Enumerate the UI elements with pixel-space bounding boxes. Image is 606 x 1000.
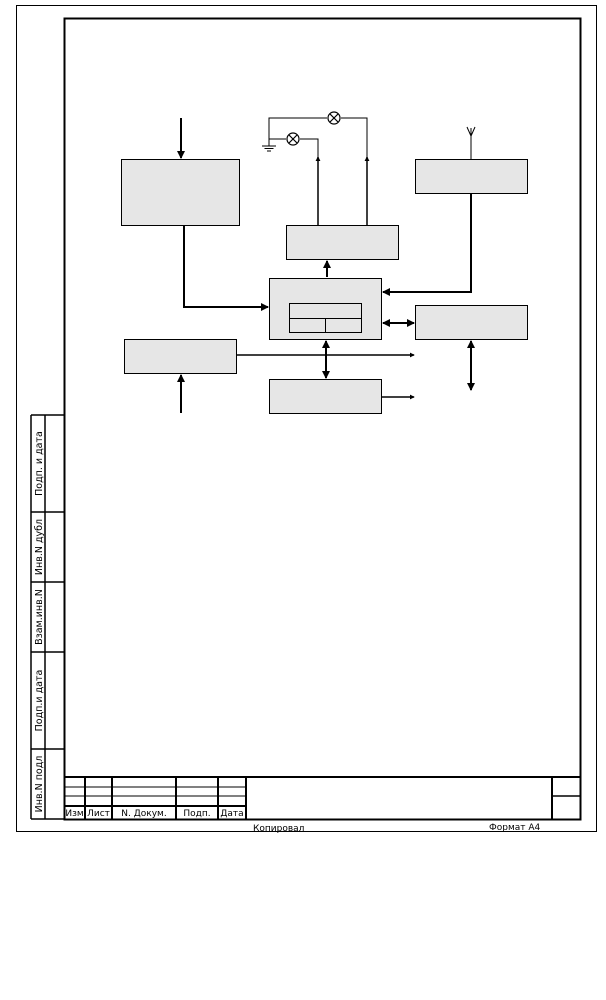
block-input-unit <box>121 159 240 226</box>
lamp-icon <box>327 111 341 125</box>
title-col-dokum: N. Докум. <box>121 809 166 819</box>
side-stamp <box>30 414 64 820</box>
conn-antenna-to-processor <box>382 194 472 296</box>
footer-kopiroval: Копировал <box>253 824 304 834</box>
diagram-blocks <box>121 159 528 414</box>
side-label-podp-i-data-2: Подп.и дата <box>34 670 45 732</box>
title-col-podp: Подп. <box>183 809 210 819</box>
antenna-icon <box>466 126 476 159</box>
lamp-circuit-wire-2 <box>341 117 368 157</box>
conn-input-to-processor <box>183 226 269 311</box>
lamp-circuit-wire-1 <box>300 138 319 157</box>
diagram-connections <box>177 117 475 413</box>
title-col-izm: Изм <box>65 809 83 819</box>
block-left-input <box>124 339 237 374</box>
title-col-list: Лист <box>87 809 110 819</box>
side-label-podp-i-data-1: Подп. и дата <box>34 431 45 496</box>
title-col-data: Дата <box>220 809 243 819</box>
block-antenna-unit <box>415 159 528 194</box>
side-label-vzam-inv: Взам.инв.N <box>34 589 45 645</box>
side-label-inv-podl: Инв.N подл <box>34 756 45 813</box>
ground-icon <box>262 145 276 152</box>
inner-frame <box>63 17 582 821</box>
lamp-circuit-wire-3 <box>268 117 327 146</box>
footer-format: Формат А4 <box>489 823 541 833</box>
sheet-outer-border <box>16 5 597 832</box>
block-interface-unit <box>415 305 528 340</box>
title-block <box>64 776 580 819</box>
block-bottom-unit <box>269 379 382 414</box>
lamp-icon <box>286 132 300 146</box>
side-label-inv-dubl: Инв.N дубл <box>34 519 45 575</box>
processor-subblock <box>289 303 362 333</box>
block-output-driver <box>286 225 399 260</box>
